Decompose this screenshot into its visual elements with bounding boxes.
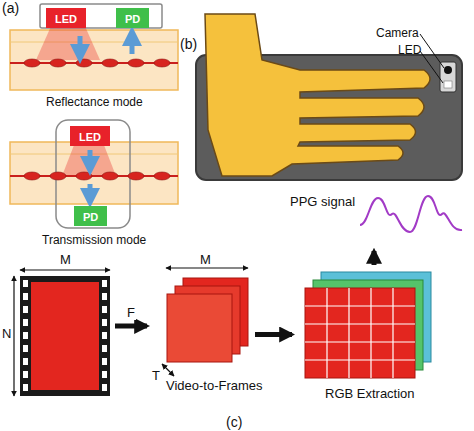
video-frame: MN: [2, 252, 112, 400]
component-label: PD: [125, 13, 140, 25]
rgb-extraction: RGB Extraction: [295, 268, 453, 418]
node-text: PPG signal: [290, 194, 355, 209]
process-arrow: [372, 251, 377, 265]
node-text: T: [152, 368, 160, 383]
video-film: [14, 270, 110, 396]
panel-letter: (b): [180, 36, 197, 52]
component-label: LED: [79, 131, 101, 143]
transmission-sketch: [10, 120, 178, 228]
process-arrow: [115, 324, 147, 329]
photodetector: PD: [74, 206, 107, 226]
part-name: Camera: [376, 26, 419, 40]
node-text: M: [200, 252, 211, 267]
component-label: PD: [83, 211, 98, 223]
process-arrow: [255, 332, 292, 337]
rgb-grid: [305, 272, 431, 378]
node-text: N: [2, 326, 11, 341]
node-text: RGB Extraction: [325, 386, 415, 401]
node-text: Video-to-Frames: [166, 378, 263, 393]
node-text: M: [60, 252, 71, 267]
component-label: LED: [55, 13, 77, 25]
led-emitter: LED: [70, 126, 110, 146]
frames-stack: MTVideo-to-Frames: [150, 252, 252, 400]
led-emitter: LED: [46, 8, 86, 28]
frame-stack: [162, 268, 248, 376]
ppg-waveform: [360, 196, 462, 232]
panel-letter: (a): [2, 0, 19, 16]
phone-with-hand: [196, 14, 462, 180]
mode-caption: Transmission mode: [42, 233, 146, 247]
panel-letter: (c): [226, 414, 242, 430]
part-name: LED: [398, 43, 421, 57]
photodetector: PD: [116, 8, 149, 28]
arrow-label: F: [126, 305, 136, 320]
ppg-output: PPG signal: [290, 190, 465, 248]
mode-caption: Reflectance mode: [46, 95, 143, 109]
reflectance-sketch: [10, 4, 178, 90]
